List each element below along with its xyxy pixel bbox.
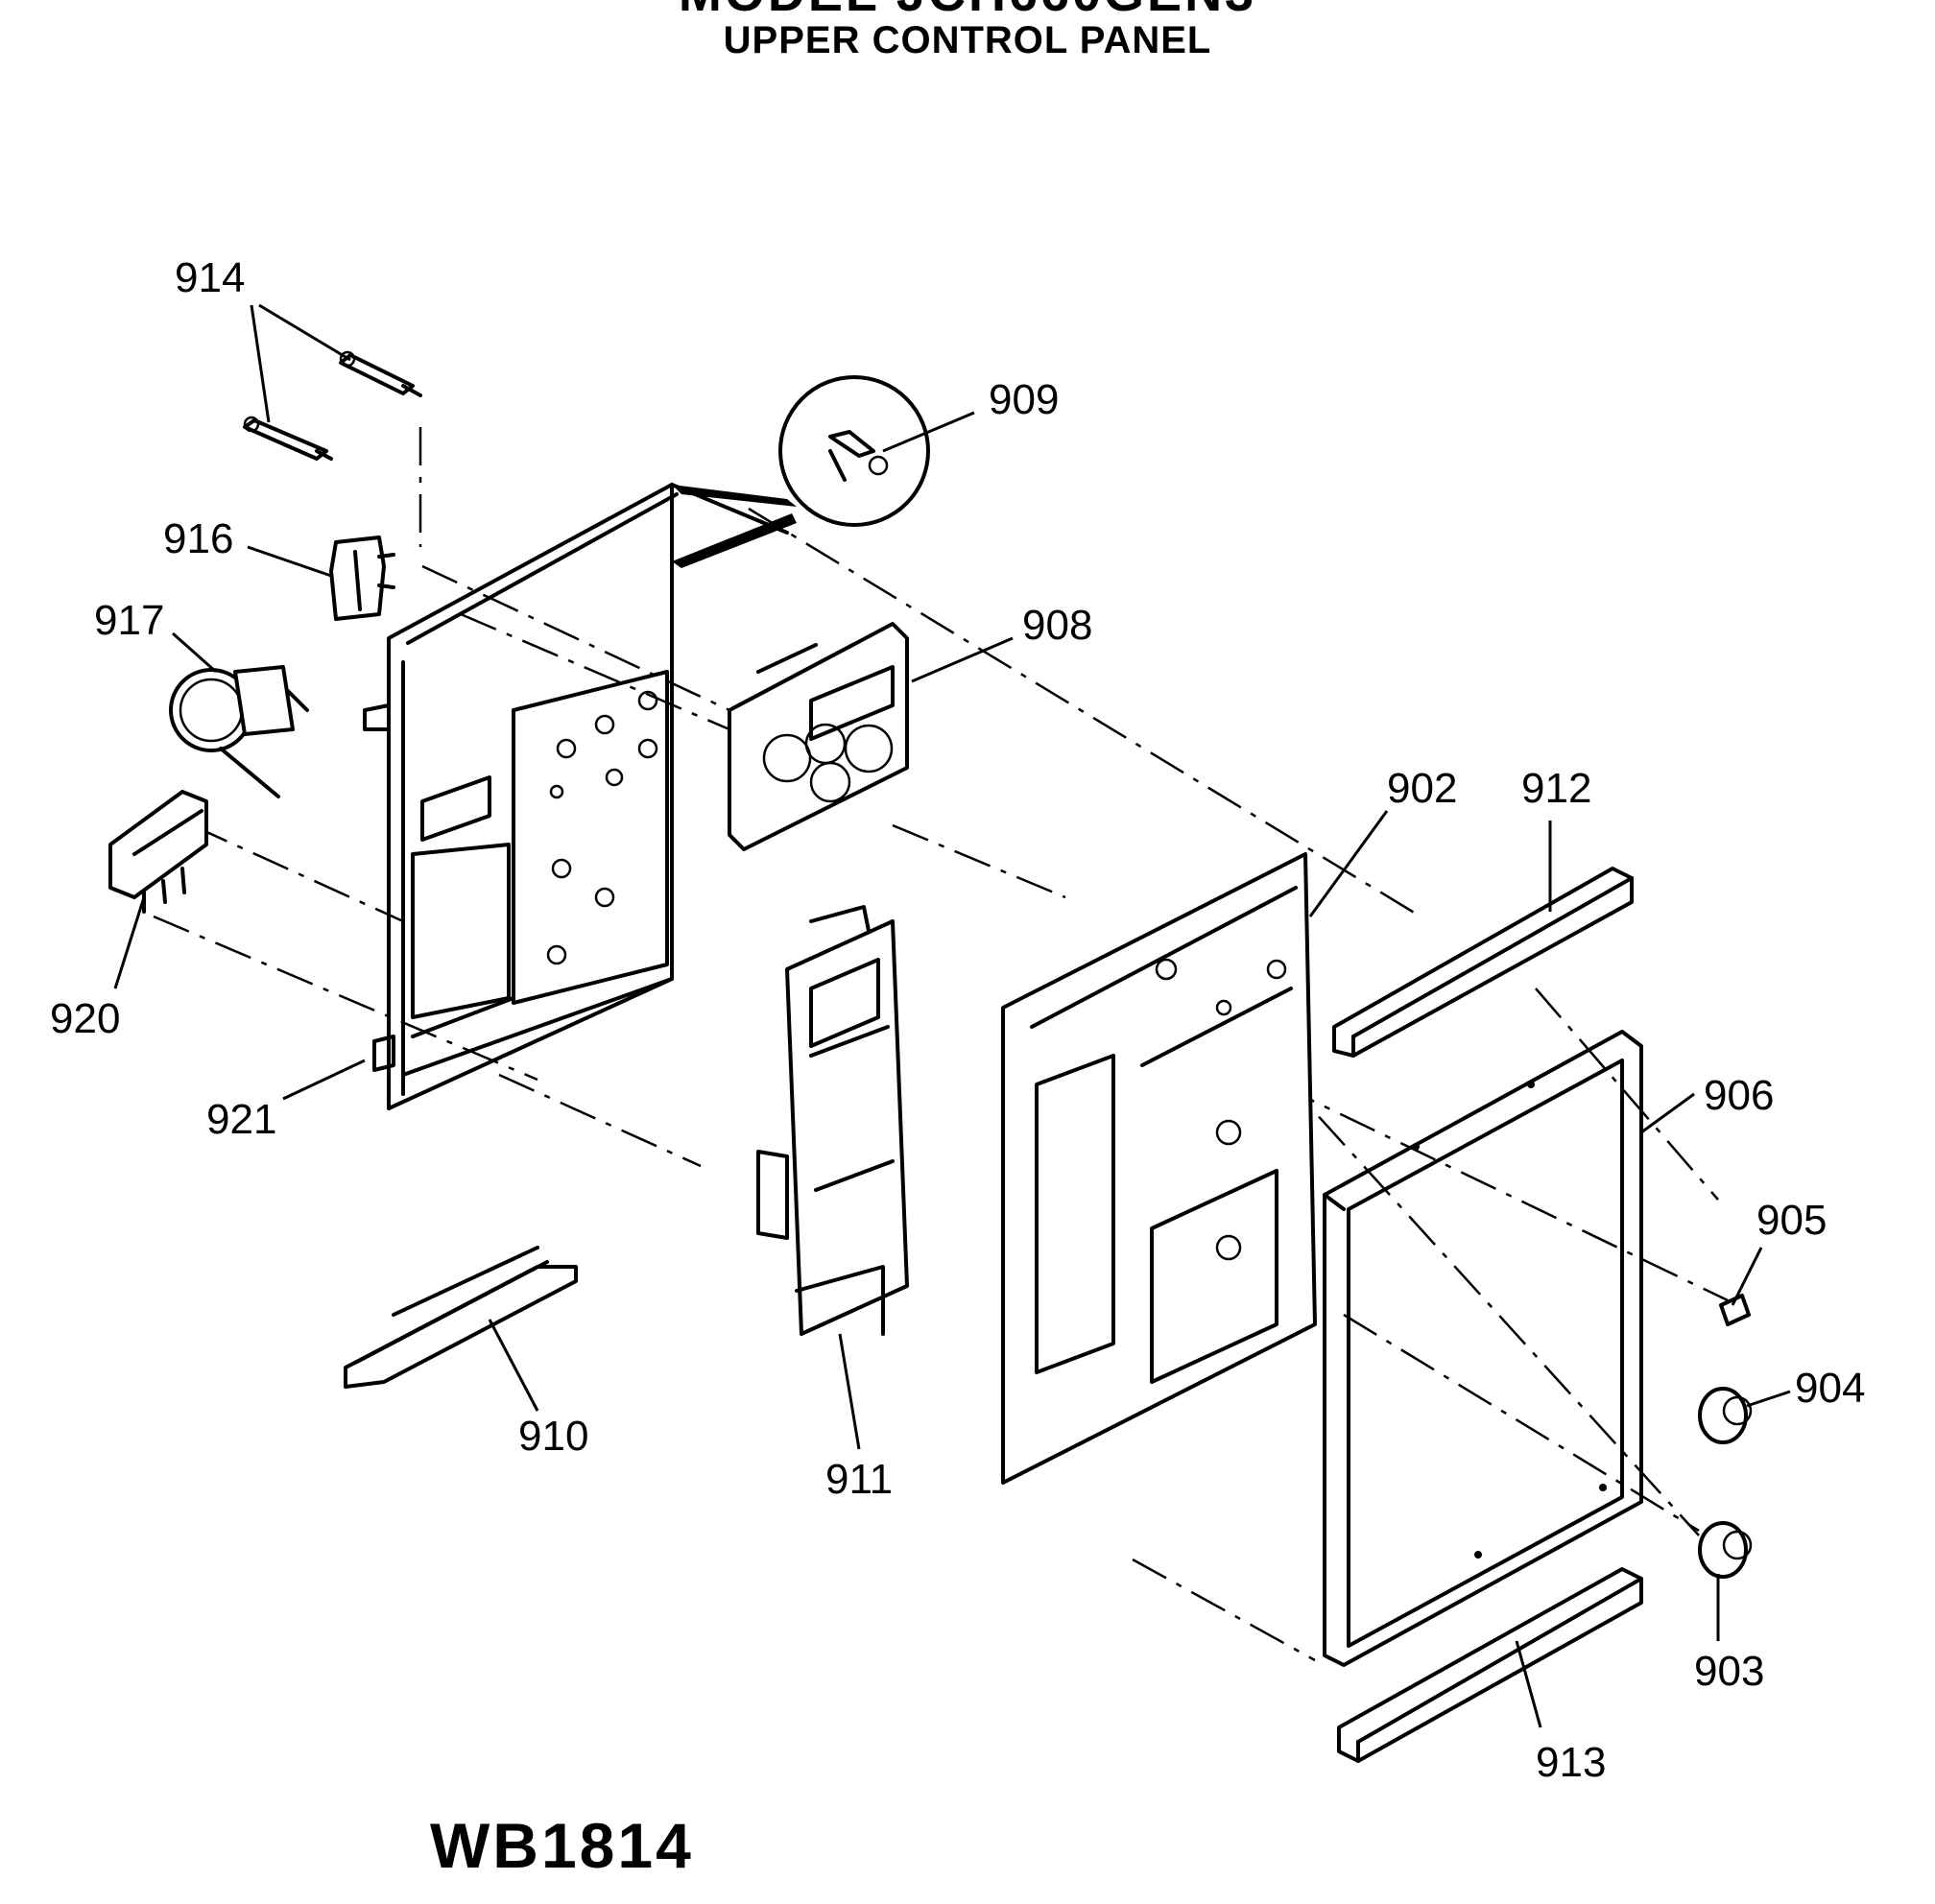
- callout-909: 909: [989, 376, 1060, 423]
- part-917-timer: [169, 665, 309, 798]
- part-913-strip: [1337, 1567, 1643, 1763]
- callout-905: 905: [1756, 1197, 1828, 1244]
- callout-913: 913: [1536, 1739, 1607, 1786]
- callout-902: 902: [1387, 765, 1458, 812]
- callout-916: 916: [163, 515, 234, 562]
- part-914-pins: [243, 350, 422, 461]
- part-910-bracket: [344, 1246, 578, 1389]
- callout-911: 911: [825, 1456, 894, 1503]
- part-chassis-plate: [363, 483, 789, 1110]
- part-916-switch: [329, 536, 395, 621]
- callout-903: 903: [1694, 1648, 1765, 1695]
- callout-920: 920: [50, 995, 121, 1042]
- part-906-frame: [1323, 1030, 1643, 1667]
- part-908-board: [728, 622, 909, 851]
- callout-912: 912: [1521, 765, 1592, 812]
- part-904-knob: [1698, 1387, 1753, 1444]
- callout-904: 904: [1795, 1365, 1866, 1412]
- leader-lines: [113, 303, 1791, 1728]
- callout-908: 908: [1022, 602, 1093, 649]
- callout-921: 921: [206, 1096, 277, 1143]
- callout-914: 914: [175, 254, 246, 301]
- part-920-switch: [108, 790, 208, 914]
- callout-906: 906: [1704, 1072, 1775, 1119]
- part-902-panel: [1001, 852, 1317, 1485]
- callout-917: 917: [94, 597, 165, 644]
- part-912-strip: [1332, 867, 1634, 1058]
- callout-910: 910: [518, 1413, 589, 1460]
- part-code-label: WB1814: [430, 1810, 694, 1881]
- part-909-inset: [672, 375, 930, 568]
- part-911-keypad: [756, 905, 909, 1336]
- section-title: UPPER CONTROL PANEL: [723, 19, 1212, 61]
- part-903-knob: [1698, 1521, 1753, 1579]
- model-title: MODEL JCH660GEN3: [0, 0, 1935, 23]
